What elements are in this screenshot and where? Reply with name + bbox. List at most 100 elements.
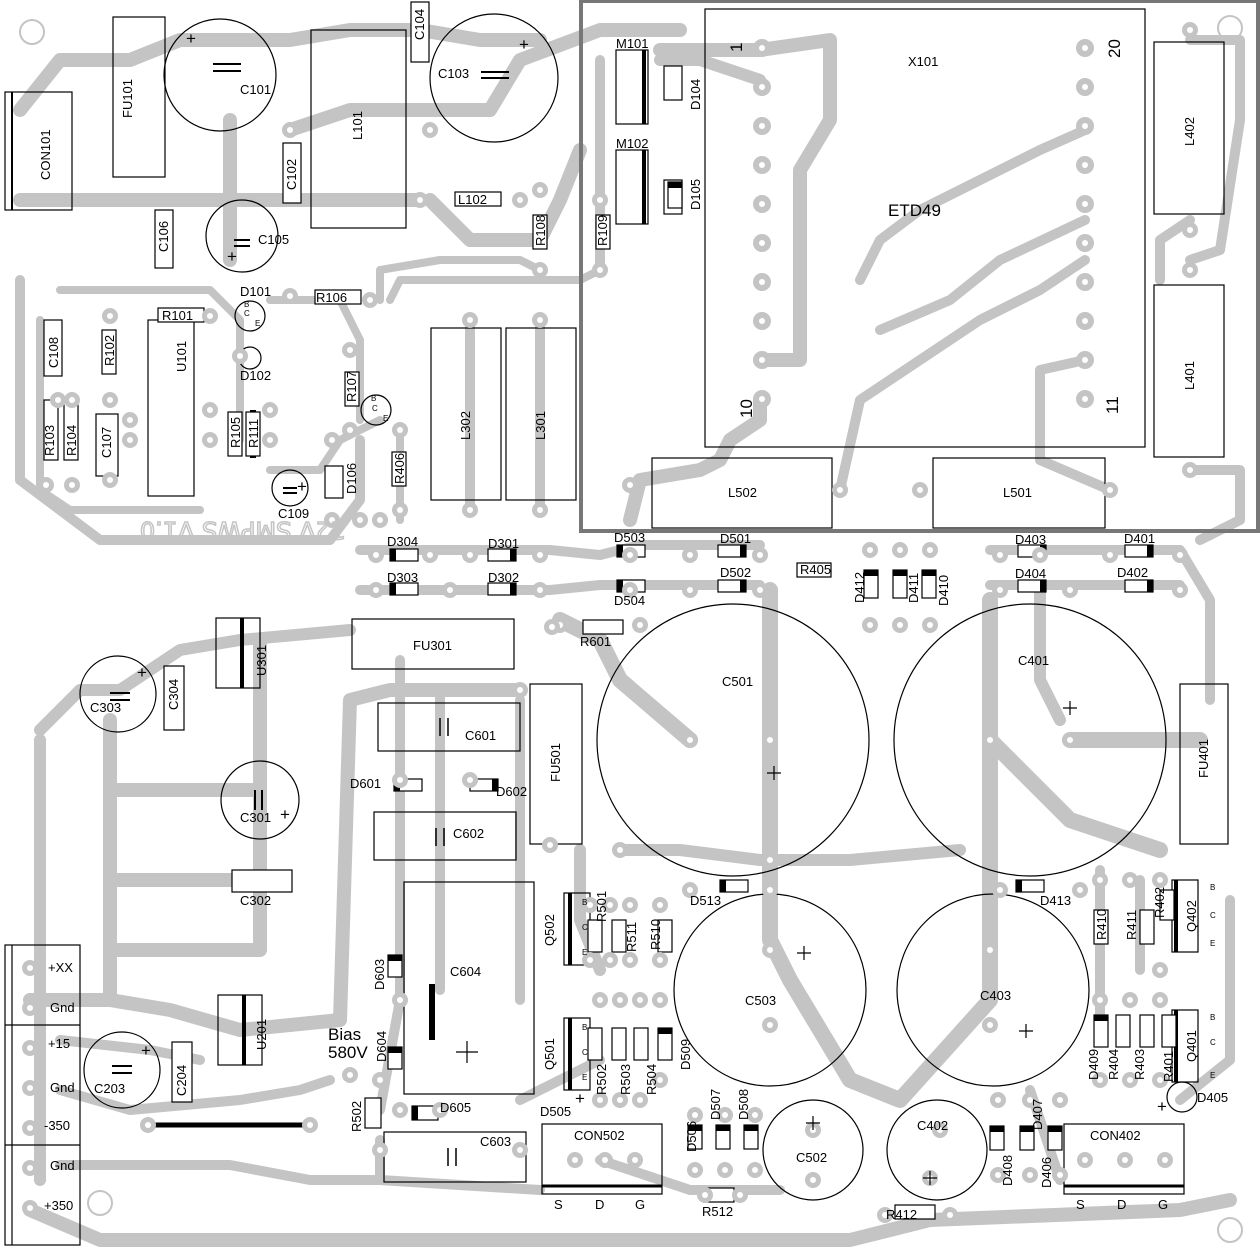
component-label: D505	[540, 1104, 571, 1119]
component-label: C107	[99, 427, 114, 458]
pin-letter: B	[582, 1023, 587, 1032]
component-label: D404	[1015, 566, 1046, 581]
component-label: U201	[254, 1019, 269, 1050]
component-label: L102	[458, 192, 487, 207]
component-label: D302	[488, 570, 519, 585]
component-label: C302	[240, 893, 271, 908]
svg-text:Gnd: Gnd	[50, 1000, 75, 1015]
pin-letter: C	[582, 1048, 588, 1057]
pin1-label: 1	[727, 43, 746, 52]
plus-mark: +	[227, 247, 237, 266]
component-label: D513	[690, 893, 721, 908]
pin-letter: E	[582, 948, 587, 957]
component-label: C203	[94, 1081, 125, 1096]
solder-pads	[22, 22, 1198, 1223]
svg-text:G: G	[635, 1197, 645, 1212]
component-label: D507	[708, 1089, 723, 1120]
component-label: D412	[852, 572, 867, 603]
component-label: R105	[228, 417, 243, 448]
component-label: D406	[1039, 1157, 1054, 1188]
component-label: C401	[1018, 653, 1049, 668]
component-label: R101	[162, 308, 193, 323]
component-label: R402	[1152, 887, 1167, 918]
component-label: R401	[1161, 1051, 1176, 1082]
component-label: R601	[580, 634, 611, 649]
bias-voltage-label: 580V	[328, 1043, 368, 1062]
component-label: M101	[616, 36, 649, 51]
component-label: D603	[372, 959, 387, 990]
component-label: R109	[595, 215, 610, 246]
component-label: D102	[240, 368, 271, 383]
pin-letter: C	[1210, 1038, 1216, 1047]
component-label: D104	[688, 79, 703, 110]
component-label: U101	[174, 341, 189, 372]
component-label: D509	[678, 1039, 693, 1070]
component-label: R405	[800, 562, 831, 577]
pin-letter: E	[255, 319, 260, 328]
pin-letter: E	[1210, 939, 1215, 948]
component-label: R503	[618, 1064, 633, 1095]
component-label: D105	[688, 179, 703, 210]
component-label: C104	[412, 9, 427, 40]
component-label: C204	[174, 1065, 189, 1096]
component-label: M102	[616, 136, 649, 151]
component-label: C602	[453, 826, 484, 841]
component-label: D106	[344, 463, 359, 494]
pin-letter: E	[383, 414, 388, 423]
mounting-holes	[19, 15, 1243, 1243]
component-label: L401	[1182, 361, 1197, 390]
silkscreen-outlines	[4, 1, 1229, 1246]
pin-letter: E	[582, 1073, 587, 1082]
component-label: C101	[240, 82, 271, 97]
component-label: C503	[745, 993, 776, 1008]
svg-text:+XX: +XX	[48, 960, 73, 975]
pin11-label: 11	[1103, 396, 1122, 414]
component-label: C502	[796, 1150, 827, 1165]
svg-text:+15: +15	[48, 1036, 70, 1051]
component-label: Q401	[1184, 1030, 1199, 1062]
component-label: C403	[980, 988, 1011, 1003]
svg-text:-350: -350	[44, 1118, 70, 1133]
terminal-labels: +XX Gnd +15 Gnd -350 Gnd +350	[44, 960, 75, 1213]
plus-mark: +	[141, 1041, 151, 1060]
plus-mark: +	[519, 35, 529, 54]
component-label: CON402	[1090, 1128, 1141, 1143]
component-label: D501	[720, 531, 751, 546]
component-label: D604	[374, 1031, 389, 1062]
component-label: CON101	[38, 129, 53, 180]
module-ref-label: X101	[908, 54, 938, 69]
copper-traces	[13, 23, 1245, 1247]
component-label: R108	[533, 215, 548, 246]
component-label: Q502	[542, 914, 557, 946]
component-label: R501	[594, 891, 609, 922]
component-label: D405	[1197, 1090, 1228, 1105]
component-label: C304	[166, 679, 181, 710]
component-label: R504	[644, 1064, 659, 1095]
component-label: D402	[1117, 565, 1148, 580]
pin-letter: B	[582, 898, 587, 907]
svg-text:G: G	[1158, 1197, 1168, 1212]
plus-mark: +	[137, 663, 147, 682]
plus-mark: +	[1157, 1097, 1167, 1116]
component-label: R406	[392, 453, 407, 484]
component-label: D602	[496, 784, 527, 799]
component-label: C103	[438, 66, 469, 81]
plus-mark: +	[297, 477, 307, 496]
component-label: D502	[720, 565, 751, 580]
component-label: D403	[1015, 532, 1046, 547]
component-label: R111	[246, 419, 261, 448]
component-label: Q501	[542, 1038, 557, 1070]
pin-letter: B	[371, 394, 376, 403]
component-label: L501	[1003, 485, 1032, 500]
component-label: R106	[316, 290, 347, 305]
component-label: L502	[728, 485, 757, 500]
pin-letter: B	[1210, 1013, 1215, 1022]
component-label: R102	[102, 335, 117, 366]
component-label: C105	[258, 232, 289, 247]
component-label: D504	[614, 593, 645, 608]
small-components	[43, 181, 1177, 1220]
component-label: C604	[450, 964, 481, 979]
pin-letter: E	[1210, 1071, 1215, 1080]
component-label: D407	[1030, 1099, 1045, 1130]
component-label: C109	[278, 506, 309, 521]
